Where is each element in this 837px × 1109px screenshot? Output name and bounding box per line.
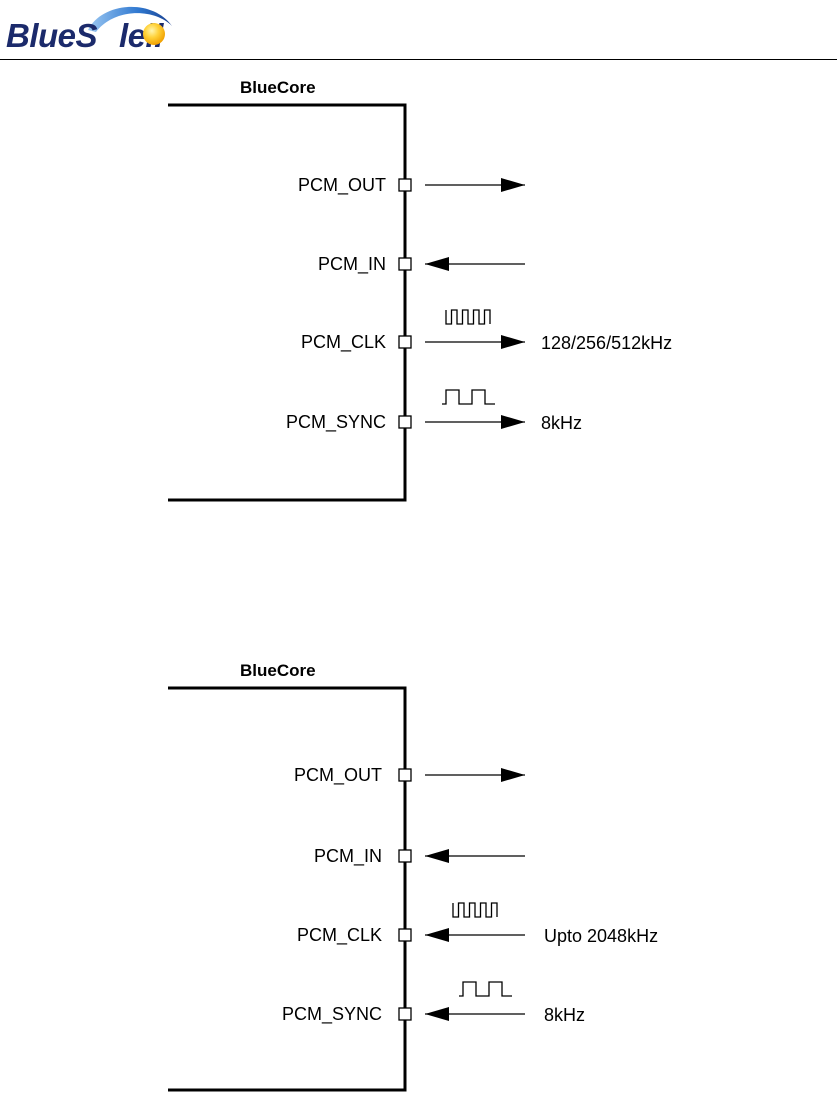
arrow-left-icon bbox=[425, 928, 449, 942]
signal-frequency-label: Upto 2048kHz bbox=[544, 926, 658, 946]
signal-frequency-label: 8kHz bbox=[544, 1005, 585, 1025]
arrow-right-icon bbox=[501, 768, 525, 782]
arrow-right-icon bbox=[501, 335, 525, 349]
pin-label: PCM_IN bbox=[318, 254, 386, 275]
pin-label: PCM_SYNC bbox=[286, 412, 386, 433]
pin-label: PCM_CLK bbox=[297, 925, 382, 946]
sync-waveform-icon bbox=[442, 390, 495, 404]
arrow-right-icon bbox=[501, 178, 525, 192]
logo-sun-icon bbox=[143, 23, 165, 45]
pin-square bbox=[399, 769, 411, 781]
signal-frequency-label: 8kHz bbox=[541, 413, 582, 433]
arrow-left-icon bbox=[425, 1007, 449, 1021]
arrow-left-icon bbox=[425, 849, 449, 863]
clock-waveform-icon bbox=[453, 903, 497, 917]
pin-square bbox=[399, 336, 411, 348]
pin-label: PCM_IN bbox=[314, 846, 382, 867]
pin-square bbox=[399, 850, 411, 862]
logo-text-left: BlueS bbox=[6, 17, 97, 54]
pin-square bbox=[399, 258, 411, 270]
chip-title: BlueCore bbox=[240, 78, 316, 97]
chip-title: BlueCore bbox=[240, 661, 316, 680]
chip-outline bbox=[168, 105, 405, 500]
pin-label: PCM_OUT bbox=[294, 765, 382, 786]
pin-square bbox=[399, 1008, 411, 1020]
arrow-right-icon bbox=[501, 415, 525, 429]
clock-waveform-icon bbox=[446, 310, 490, 324]
pin-square bbox=[399, 179, 411, 191]
sync-waveform-icon bbox=[459, 982, 512, 996]
pin-label: PCM_CLK bbox=[301, 332, 386, 353]
signal-frequency-label: 128/256/512kHz bbox=[541, 333, 672, 353]
chip-outline bbox=[168, 688, 405, 1090]
header-divider bbox=[0, 59, 837, 60]
pin-label: PCM_OUT bbox=[298, 175, 386, 196]
arrow-left-icon bbox=[425, 257, 449, 271]
pin-label: PCM_SYNC bbox=[282, 1004, 382, 1025]
pin-square bbox=[399, 416, 411, 428]
pin-square bbox=[399, 929, 411, 941]
